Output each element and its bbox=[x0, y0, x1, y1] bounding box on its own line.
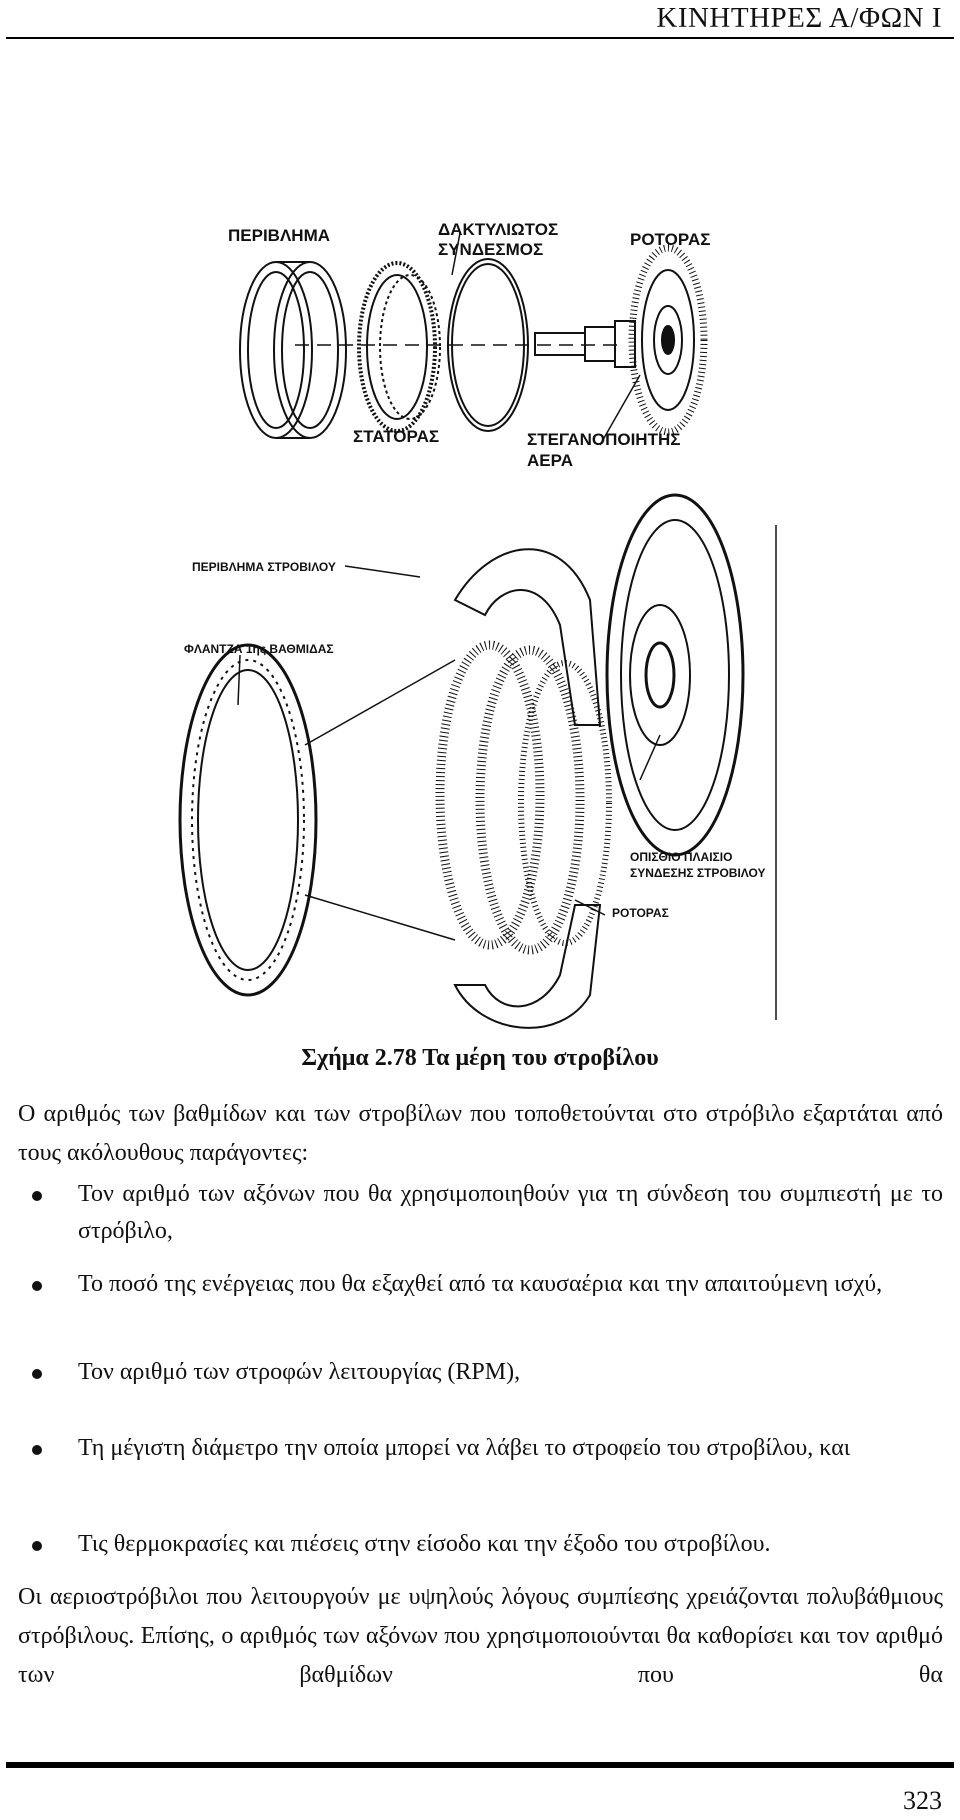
figure-labels: ΠΕΡΙΒΛΗΜΑ ΔΑΚΤΥΛΙΩΤΟΣ ΣΥΝΔΕΣΜΟΣ ΡΟΤΟΡΑΣ … bbox=[184, 220, 765, 920]
list-item-text: Τις θερμοκρασίες και πιέσεις στην είσοδο… bbox=[78, 1531, 771, 1557]
label-turbine-casing: ΠΕΡΙΒΛΗΜΑ ΣΤΡΟΒΙΛΟΥ bbox=[192, 560, 336, 574]
casing-rings-drawing bbox=[239, 261, 347, 439]
label-ring-line1: ΔΑΚΤΥΛΙΩΤΟΣ bbox=[438, 220, 558, 239]
rear-frame-drawing bbox=[605, 493, 745, 857]
bullet-icon bbox=[32, 1281, 42, 1291]
bullet-icon bbox=[32, 1445, 42, 1455]
bullet-icon bbox=[32, 1369, 42, 1379]
turbine-casing-drawing bbox=[453, 548, 602, 1029]
top-leader-lines bbox=[451, 232, 641, 446]
label-rear-frame-line2: ΣΥΝΔΕΣΗΣ ΣΤΡΟΒΙΛΟΥ bbox=[630, 866, 765, 880]
footer-rule bbox=[6, 1762, 954, 1768]
turbine-diagram: ΠΕΡΙΒΛΗΜΑ ΔΑΚΤΥΛΙΩΤΟΣ ΣΥΝΔΕΣΜΟΣ ΡΟΤΟΡΑΣ … bbox=[178, 220, 777, 1029]
bullet-icon bbox=[32, 1541, 42, 1551]
turbine-figure: ΠΕΡΙΒΛΗΜΑ ΔΑΚΤΥΛΙΩΤΟΣ ΣΥΝΔΕΣΜΟΣ ΡΟΤΟΡΑΣ … bbox=[0, 205, 960, 1030]
header-title: ΚΙΝΗΤΗΡΕΣ Α/ΦΩΝ Ι bbox=[656, 2, 942, 34]
label-stator: ΣΤΑΤΟΡΑΣ bbox=[353, 427, 439, 446]
list-item-text: Τη μέγιστη διάμετρο την οποία μπορεί να … bbox=[78, 1435, 851, 1461]
label-flange: ΦΛΑΝΤΖΑ 1ης ΒΑΘΜΙΔΑΣ bbox=[184, 642, 334, 656]
turbine-rotor-drawing bbox=[435, 640, 612, 955]
closing-paragraph: Οι αεριοστρόβιλοι που λειτουργούν με υψη… bbox=[18, 1584, 943, 1688]
flange-drawing bbox=[178, 643, 318, 997]
intro-paragraph: Ο αριθμός των βαθμίδων και των στροβίλων… bbox=[18, 1101, 943, 1166]
cone-drawing bbox=[304, 659, 456, 941]
list-item-text: Τον αριθμό των αξόνων που θα χρησιμοποιη… bbox=[78, 1181, 943, 1244]
list-item-text: Το ποσό της ενέργειας που θα εξαχθεί από… bbox=[78, 1271, 883, 1297]
rotor-drawing bbox=[628, 244, 708, 436]
header-rule bbox=[6, 37, 954, 39]
figure-caption: Σχήμα 2.78 Τα μέρη του στροβίλου bbox=[301, 1045, 659, 1071]
label-rotor-top: ΡΟΤΟΡΑΣ bbox=[630, 230, 710, 249]
stator-drawing bbox=[357, 261, 441, 433]
label-rear-frame-line1: ΟΠΙΣΘΙΟ ΠΛΑΙΣΙΟ bbox=[630, 850, 732, 864]
label-ring-line2: ΣΥΝΔΕΣΜΟΣ bbox=[438, 240, 543, 259]
page-number: 323 bbox=[903, 1786, 942, 1815]
shaft-drawing bbox=[295, 320, 636, 368]
list-item-text: Τον αριθμό των στροφών λειτουργίας (RPM)… bbox=[78, 1359, 521, 1385]
label-casing: ΠΕΡΙΒΛΗΜΑ bbox=[228, 226, 330, 245]
label-rotor-bottom: ΡΟΤΟΡΑΣ bbox=[612, 906, 669, 920]
label-seal-line1: ΣΤΕΓΑΝΟΠΟΙΗΤΗΣ bbox=[527, 430, 680, 449]
bullet-icon bbox=[32, 1191, 42, 1201]
bottom-leader-lines bbox=[237, 565, 661, 916]
label-seal-line2: ΑΕΡΑ bbox=[527, 451, 573, 470]
